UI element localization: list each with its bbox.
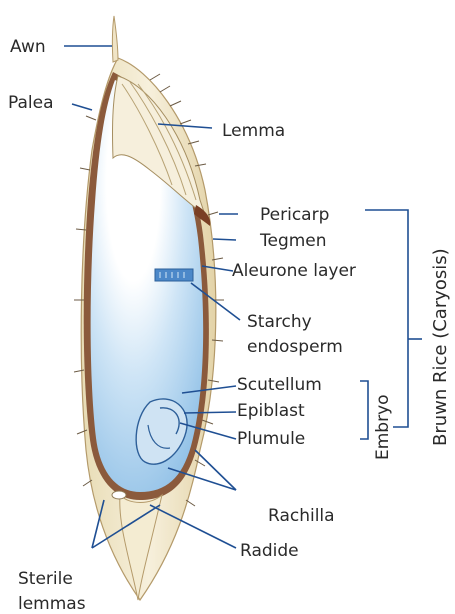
label-plumule: Plumule bbox=[237, 429, 305, 449]
label-awn: Awn bbox=[10, 37, 46, 57]
label-endosperm: endosperm bbox=[247, 337, 343, 357]
label-radide: Radide bbox=[240, 541, 299, 561]
label-rachilla: Rachilla bbox=[268, 506, 335, 526]
label-starchy: Starchy bbox=[247, 312, 312, 332]
label-brown-rice: Bruwn Rice (Caryosis) bbox=[430, 248, 451, 446]
sterile-lemma-shape bbox=[112, 491, 126, 499]
awn-shape bbox=[112, 16, 118, 62]
label-scutellum: Scutellum bbox=[237, 375, 322, 395]
label-lemma: Lemma bbox=[222, 121, 285, 141]
label-sterile: Sterile bbox=[18, 569, 73, 589]
label-tegmen: Tegmen bbox=[259, 231, 327, 251]
label-epiblast: Epiblast bbox=[237, 401, 305, 421]
label-lemmas: lemmas bbox=[18, 594, 86, 614]
brown-rice-bracket bbox=[365, 210, 408, 427]
label-palea: Palea bbox=[8, 93, 54, 113]
label-embryo: Embryo bbox=[373, 394, 393, 460]
label-aleurone-layer: Aleurone layer bbox=[232, 261, 356, 281]
aleurone-patch bbox=[155, 269, 193, 281]
embryo-bracket bbox=[360, 381, 368, 439]
label-pericarp: Pericarp bbox=[260, 205, 329, 225]
